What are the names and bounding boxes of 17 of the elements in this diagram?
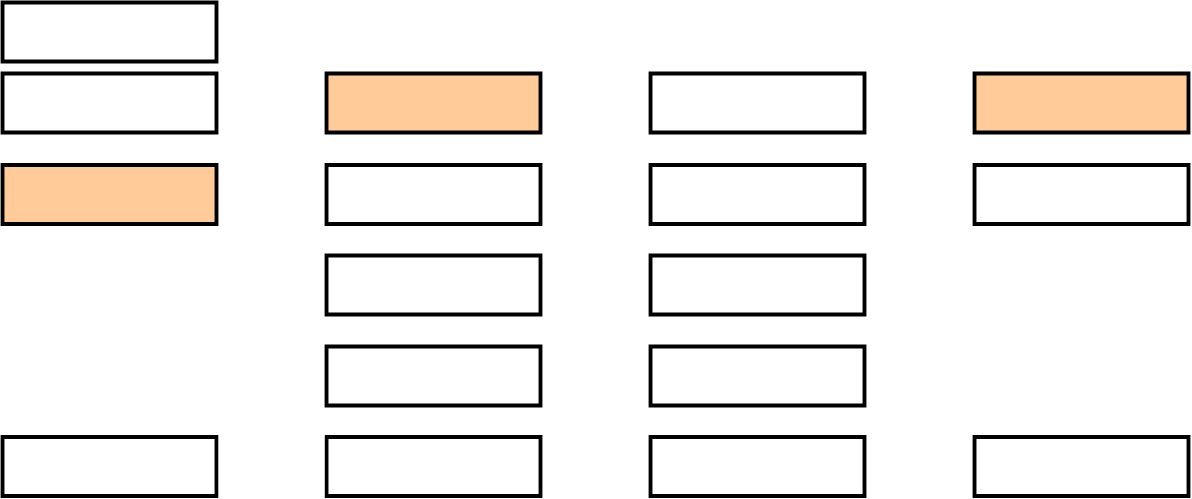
empty-box [324, 344, 543, 408]
empty-box [324, 163, 543, 226]
empty-box [648, 344, 867, 408]
empty-box [324, 435, 543, 498]
empty-box [324, 71, 543, 135]
empty-box [648, 163, 867, 226]
empty-box [0, 163, 219, 226]
empty-box [972, 71, 1191, 135]
empty-box [0, 71, 219, 135]
empty-box [648, 253, 867, 317]
empty-box [972, 163, 1191, 226]
empty-box [648, 71, 867, 135]
empty-box [972, 435, 1191, 498]
empty-box [0, 0, 219, 64]
empty-box [324, 253, 543, 317]
empty-box [648, 435, 867, 498]
empty-box [0, 435, 219, 498]
